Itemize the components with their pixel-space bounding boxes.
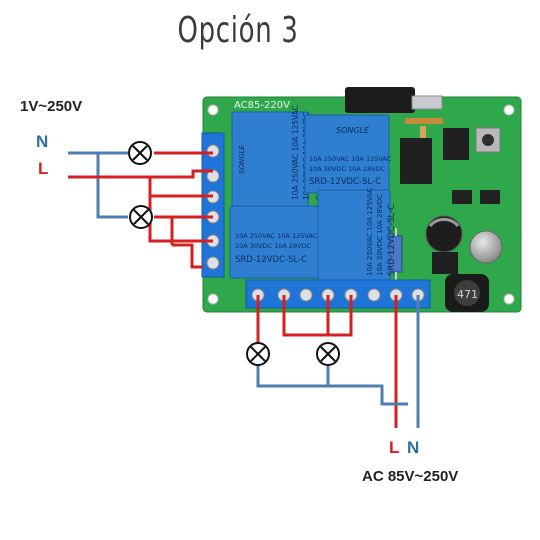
neutral-wire-bottom [256, 295, 420, 428]
lamp-icon [316, 342, 340, 366]
lamp-icon [128, 141, 152, 165]
terminal-screw [299, 288, 313, 302]
line-wire-top-extra [172, 243, 203, 269]
relay-model: SRD-12VDC-SL-C [309, 177, 381, 187]
terminal-screw [206, 256, 220, 270]
relay-rating: 10A 250VAC 10A 125VAC [291, 105, 300, 200]
line-wire-bottom [256, 295, 398, 428]
ic-chip [400, 138, 432, 184]
bottom-voltage-label: AC 85V~250V [362, 468, 459, 485]
capacitor [469, 230, 503, 264]
top-line-label: L [38, 159, 49, 178]
ic-chip [432, 252, 458, 274]
relay-rating: 10A 250VAC 10A 125VAC [309, 155, 392, 163]
bottom-terminal-block [245, 279, 431, 309]
ic-chip [443, 128, 469, 160]
mount-hole [503, 104, 515, 116]
relay-model: SRD-12VDC-SL-C [235, 255, 307, 265]
pcb-components: 471 [389, 127, 503, 312]
push-button-cap [482, 134, 494, 146]
relay-2: SONGLE 10A 250VAC 10A 125VAC 10A 30VDC 1… [304, 114, 392, 194]
terminal-screw [367, 288, 381, 302]
mount-hole [503, 293, 515, 305]
neutral-wire-top [68, 151, 128, 219]
relay-rating: 10A 250VAC 10A 125VAC [366, 187, 374, 276]
transistor [480, 190, 500, 204]
relay-rating: 10A 250VAC 10A 125VAC [235, 232, 318, 240]
transistor [452, 190, 472, 204]
mount-hole [207, 293, 219, 305]
relay-rating: 10A 30VDC 10A 28VDC [376, 194, 384, 276]
terminal-screw [206, 144, 220, 158]
relay-brand: SONGLE [336, 126, 370, 135]
capacitor [425, 215, 463, 253]
bottom-neutral-label: N [407, 438, 420, 457]
line-wire-top [68, 151, 213, 245]
relay-4: 10A 250VAC 10A 125VAC 10A 30VDC 10A 28VD… [317, 187, 397, 281]
top-neutral-label: N [36, 132, 49, 151]
lamp-icon [246, 342, 270, 366]
top-voltage-label: 1V~250V [20, 98, 83, 115]
left-terminal-block [201, 132, 225, 278]
relay-rating: 10A 30VDC 10A 28VDC [309, 165, 386, 173]
page-title: Opción 3 [177, 10, 299, 51]
mount-hole [207, 104, 219, 116]
push-button [475, 127, 501, 153]
relay-rating: 10A 30VDC 10A 28VDC [235, 242, 312, 250]
relay-brand: SONGLE [238, 144, 246, 174]
bottom-line-label: L [389, 438, 400, 457]
board-model-text: AC85-220V [234, 100, 290, 111]
relay-3: 10A 250VAC 10A 125VAC 10A 30VDC 10A 28VD… [229, 205, 319, 279]
relay-model: SRD-12VDC-SL-C [387, 204, 397, 276]
inductor-label: 471 [457, 288, 478, 301]
lamp-icon [129, 205, 153, 229]
